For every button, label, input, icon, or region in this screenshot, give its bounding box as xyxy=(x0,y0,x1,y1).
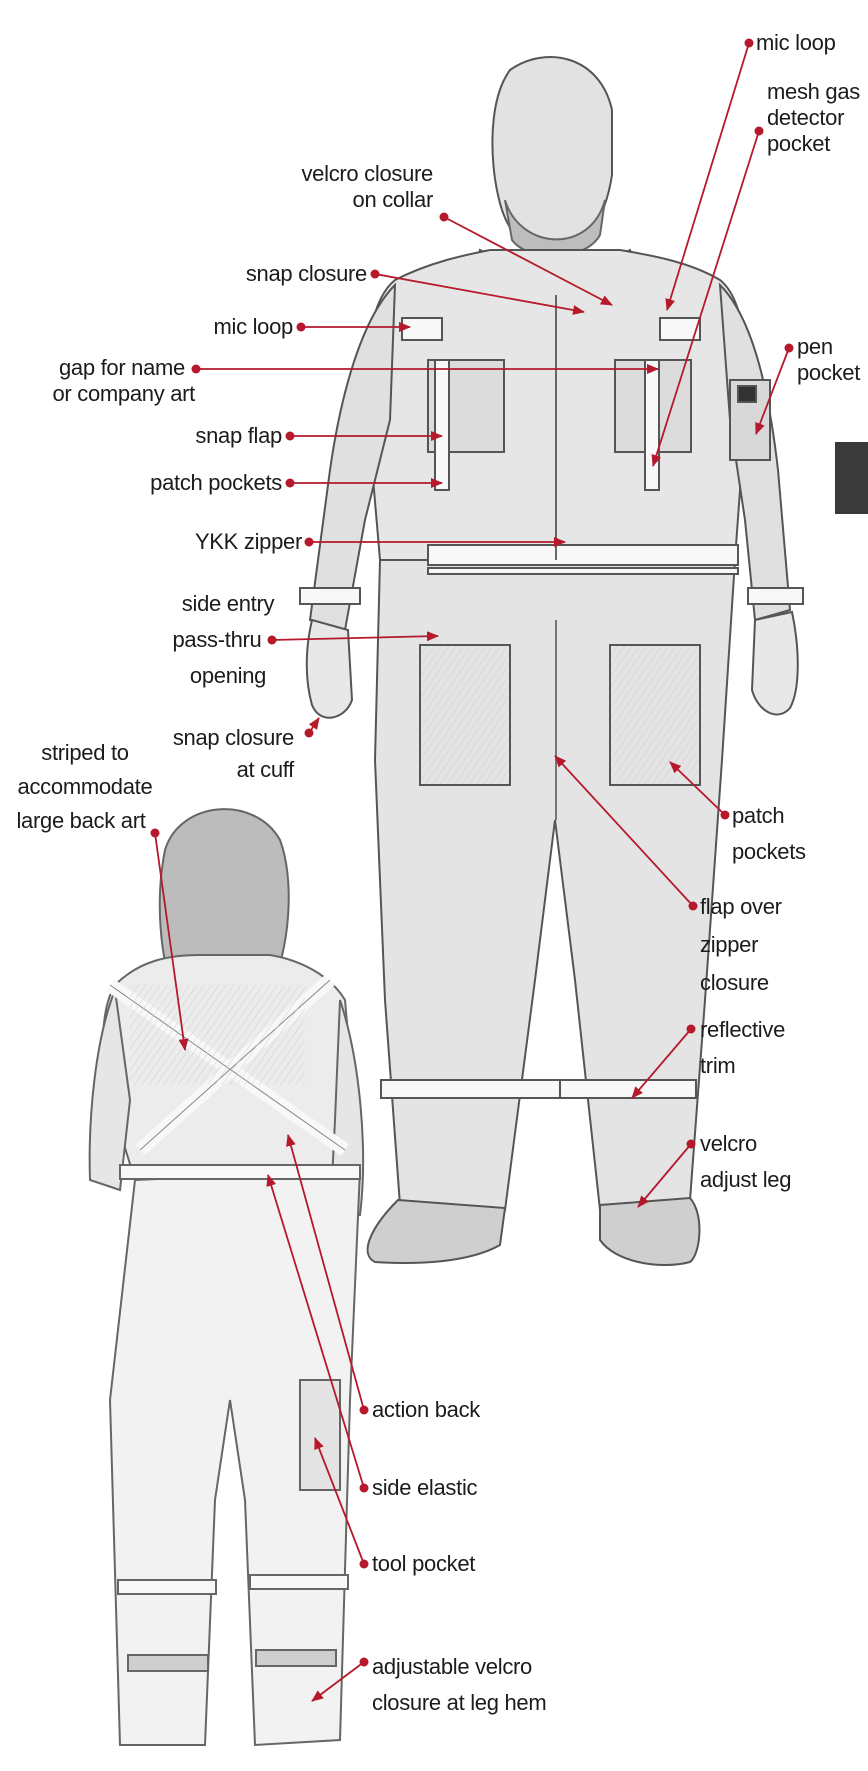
front-right-hand xyxy=(752,612,798,714)
callout-snap-closure: snap closure xyxy=(246,261,367,287)
callout-snap-flap: snap flap xyxy=(195,423,282,449)
callout-patch-pockets-leg: patch pockets xyxy=(732,798,806,870)
back-figure-sketch xyxy=(90,809,363,1745)
callout-pen-pocket: pen pocket xyxy=(797,334,860,386)
callout-action-back: action back xyxy=(372,1397,480,1423)
front-left-hand xyxy=(307,620,352,718)
callout-side-elastic: side elastic xyxy=(372,1475,477,1501)
front-right-boot xyxy=(600,1198,699,1265)
front-left-boot xyxy=(368,1200,505,1263)
callout-adjustable-velcro-hem: adjustable velcro closure at leg hem xyxy=(372,1649,546,1721)
callout-patch-pockets-chest: patch pockets xyxy=(150,470,282,496)
callout-side-entry-pass-thru: side entry pass-thru opening xyxy=(158,586,298,694)
callout-velcro-closure-collar: velcro closure on collar xyxy=(301,161,433,213)
callout-mesh-gas-detector-pocket: mesh gas detector pocket xyxy=(767,79,860,157)
callout-gap-for-name: gap for name or company art xyxy=(52,355,185,407)
side-tab xyxy=(835,442,868,514)
callout-striped-back-art: striped to accommodate large back art xyxy=(0,736,170,838)
callout-flap-over-zipper: flap over zipper closure xyxy=(700,888,782,1002)
callout-mic-loop-left: mic loop xyxy=(213,314,293,340)
callout-reflective-trim: reflective trim xyxy=(700,1012,785,1084)
callout-velcro-adjust-leg: velcro adjust leg xyxy=(700,1126,791,1198)
callout-mic-loop-right: mic loop xyxy=(756,30,836,56)
callout-snap-closure-cuff: snap closure at cuff xyxy=(173,722,294,786)
callout-tool-pocket: tool pocket xyxy=(372,1551,475,1577)
callout-ykk-zipper: YKK zipper xyxy=(195,529,302,555)
